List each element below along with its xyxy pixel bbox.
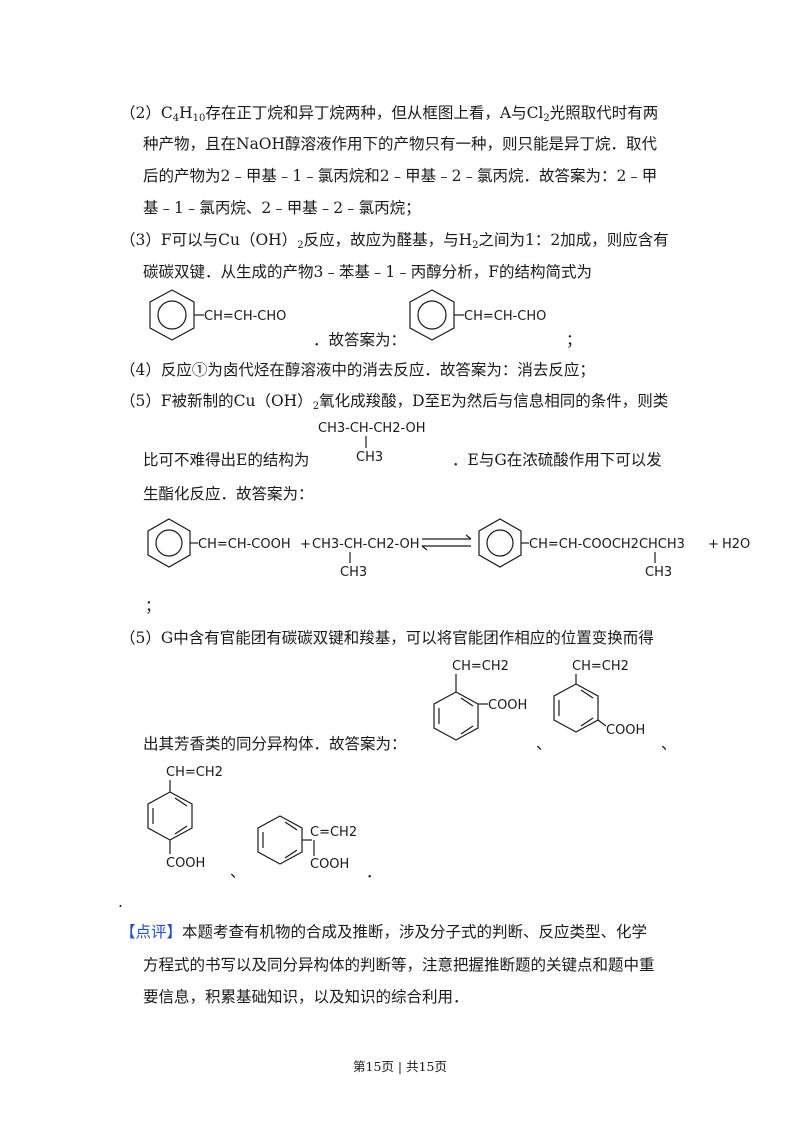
alcohol-structure: CH3-CH-CH2-OH CH3 (318, 421, 426, 465)
alpha-alkene: C=CH2 (310, 825, 357, 840)
ester-label: CH=CH-COOCH2CHCH3 (529, 537, 685, 552)
cinnamaldehyde-structure-1: CH=CH-CHO (149, 289, 286, 341)
separator-3: 、 (230, 863, 246, 881)
cinnamaldehyde-structure-2: CH=CH-CHO (409, 289, 546, 341)
part3-end: ； (566, 331, 582, 349)
part5b-line-1: （5）G中含有官能团有碳碳双键和羧基，可以将官能团作相应的位置变换而得 (120, 629, 654, 647)
meta-vinyl: CH=CH2 (572, 659, 629, 674)
alpha-cooh: COOH (310, 857, 349, 872)
ester-branch: CH3 (645, 565, 672, 580)
meta-cooh: COOH (606, 723, 645, 738)
alcohol-branch: CH3 (356, 450, 383, 465)
water-label: H2O (722, 537, 750, 552)
part3-line-2: 碳碳双键．从生成的产物3﹣苯基﹣1﹣丙醇分析，F的结构简式为 (143, 263, 592, 281)
part2-line-1: （2）C4H10存在正丁烷和异丁烷两种，但从框图上看，A与Cl2光照取代时有两 (120, 104, 659, 124)
plus-sign-1: + (300, 537, 311, 552)
part2-line-2: 种产物，且在NaOH醇溶液作用下的产物只有一种，则只能是异丁烷．取代 (143, 135, 658, 153)
part5a-line-1: （5）F被新制的Cu（OH）2氧化成羧酸，D至E为然后与信息相同的条件，则类 (120, 392, 669, 412)
part5a-line-3: 生酯化反应．故答案为： (143, 485, 314, 503)
isomer-ortho: CH=CH2 COOH (433, 659, 527, 741)
acid-label: CH=CH-COOH (198, 537, 291, 552)
part4-line-1: （4）反应①为卤代烃在醇溶液中的消去反应．故答案为：消去反应； (120, 361, 595, 379)
review-line-1: 【点评】本题考查有机物的合成及推断，涉及分子式的判断、反应类型、化学 (120, 923, 648, 941)
review-line-2: 方程式的书写以及同分异构体的判断等，注意把握推断题的关键点和题中重 (143, 956, 655, 974)
plus-sign-2: + (708, 537, 719, 552)
ortho-cooh: COOH (488, 698, 527, 713)
esterification-equation: CH=CH-COOH + CH3-CH-CH2-OH CH3 CH=CH-COO… (147, 518, 750, 580)
para-cooh: COOH (166, 856, 205, 871)
isomer-alpha: C=CH2 COOH (257, 815, 357, 872)
alcohol-label: CH3-CH-CH2-OH (312, 537, 420, 552)
part2-line-3: 后的产物为2﹣甲基﹣1﹣氯丙烷和2﹣甲基﹣2﹣氯丙烷．故答案为：2﹣甲 (143, 167, 658, 185)
part2-line-4: 基﹣1﹣氯丙烷、2﹣甲基﹣2﹣氯丙烷； (143, 199, 421, 217)
separator-2: 、 (661, 735, 677, 753)
part5b-end: ． (366, 863, 382, 881)
cinnamaldehyde-label-2: CH=CH-CHO (464, 309, 546, 324)
stray-dot: . (118, 893, 123, 911)
alcohol-branch-eq: CH3 (340, 565, 367, 580)
part3-line-1: （3）F可以与Cu（OH）2反应，故应为醛基，与H2之间为1：2加成，则应含有 (120, 231, 669, 251)
part5a-end: ； (145, 597, 161, 615)
isomer-meta: CH=CH2 COOH (553, 659, 645, 738)
separator-1: 、 (536, 735, 552, 753)
page-footer: 第15页 | 共15页 (353, 1059, 447, 1074)
review-line-3: 要信息，积累基础知识，以及知识的综合利用． (143, 988, 469, 1006)
part5a-line-2a: 比可不难得出E的结构为 (143, 451, 310, 469)
alcohol-main-chain: CH3-CH-CH2-OH (318, 421, 426, 436)
part3-answer-lead: ．故答案为： (313, 331, 407, 349)
review-tag: 【点评】 (120, 923, 183, 941)
isomer-para: CH=CH2 COOH (147, 765, 223, 871)
cinnamaldehyde-label: CH=CH-CHO (204, 309, 286, 324)
para-vinyl: CH=CH2 (166, 765, 223, 780)
part5b-line-2: 出其芳香类的同分异构体．故答案为： (143, 735, 407, 753)
ortho-vinyl: CH=CH2 (452, 659, 509, 674)
part5a-line-2b: ．E与G在浓硫酸作用下可以发 (452, 451, 662, 469)
